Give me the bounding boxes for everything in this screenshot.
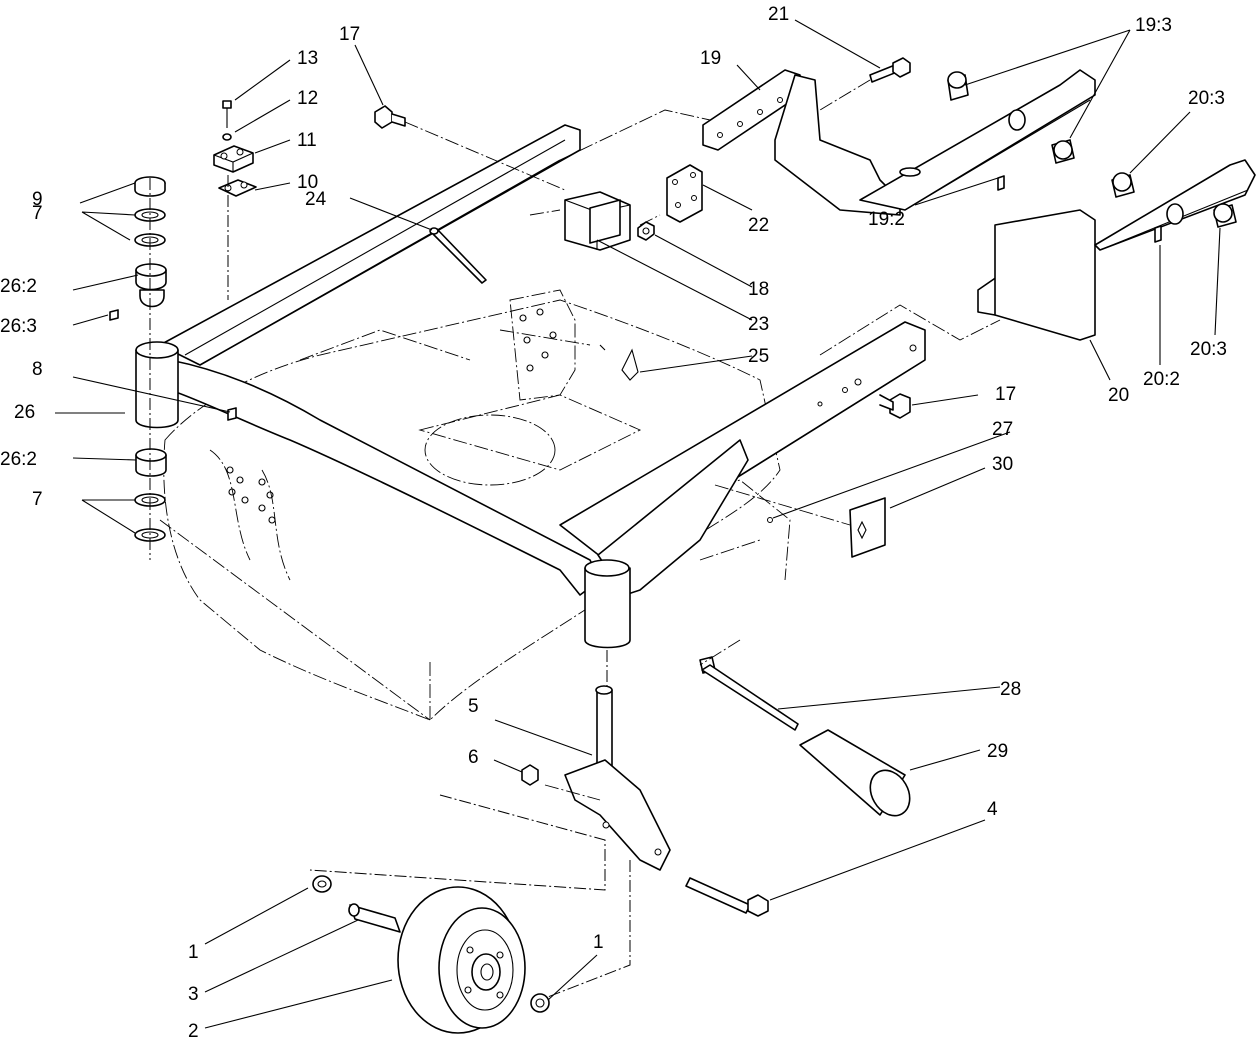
height-bracket-phantom	[509, 289, 576, 401]
callout-26-2-top: 26:2	[0, 276, 37, 297]
callout-11: 11	[297, 130, 317, 151]
carrier-frame	[135, 124, 926, 649]
callout-7-top: 7	[32, 203, 43, 224]
callout-26-2-bottom: 26:2	[0, 449, 37, 470]
handle-28	[699, 639, 799, 731]
arm-19	[702, 69, 1096, 216]
decal-30	[767, 497, 886, 558]
callout-25: 25	[748, 346, 769, 367]
callout-24: 24	[305, 189, 327, 210]
callout-26-3: 26:3	[0, 316, 37, 337]
callout-18: 18	[748, 279, 769, 300]
weight-29	[799, 729, 911, 817]
callout-20: 20	[1108, 385, 1129, 406]
callout-26: 26	[14, 402, 35, 423]
callout-5: 5	[468, 696, 479, 717]
top-hardware	[213, 100, 257, 300]
nut-18	[637, 221, 655, 241]
callout-30: 30	[992, 454, 1013, 475]
callout-2: 2	[188, 1021, 199, 1042]
leader-lines	[55, 19, 1221, 1029]
callout-12: 12	[297, 88, 318, 109]
left-hardware	[109, 176, 237, 560]
bolt-21	[819, 57, 911, 111]
phantom-connectors	[559, 109, 1001, 526]
callout-28: 28	[1000, 679, 1021, 700]
callout-13: 13	[297, 48, 318, 69]
caster-assembly	[309, 650, 769, 1034]
callout-9: 9	[32, 189, 43, 210]
callout-1-right: 1	[593, 932, 604, 953]
callout-20-3-bottom: 20:3	[1190, 339, 1227, 360]
callout-20-2: 20:2	[1143, 369, 1180, 390]
callout-20-3-top: 20:3	[1188, 88, 1225, 109]
callout-23: 23	[748, 314, 769, 335]
callout-21: 21	[768, 4, 789, 25]
callout-3: 3	[188, 984, 199, 1005]
deck-vent-holes	[226, 466, 276, 524]
callout-labels: 13 12 11 10 17 9 7 26:2 26:3 8 26 26:2 7…	[0, 4, 1227, 1042]
callout-17-right: 17	[995, 384, 1016, 405]
plate-22	[666, 164, 703, 223]
callout-27: 27	[992, 419, 1013, 440]
bumper-23	[529, 191, 661, 251]
callout-4: 4	[987, 799, 998, 820]
callout-1-left: 1	[188, 942, 199, 963]
hairpin-25	[599, 344, 639, 381]
callout-19-3: 19:3	[1135, 15, 1172, 36]
callout-17-top: 17	[339, 24, 360, 45]
callout-19: 19	[700, 48, 721, 69]
callout-19-2: 19:2	[868, 209, 905, 230]
bolt-17-right	[879, 393, 911, 419]
callout-29: 29	[987, 741, 1008, 762]
arm-20	[977, 159, 1256, 341]
callout-8: 8	[32, 359, 43, 380]
bolt-17-top	[374, 105, 566, 191]
callout-6: 6	[468, 747, 479, 768]
callout-22: 22	[748, 215, 769, 236]
callout-7-bottom: 7	[32, 489, 43, 510]
callout-10: 10	[297, 172, 318, 193]
pin-24	[429, 227, 487, 284]
